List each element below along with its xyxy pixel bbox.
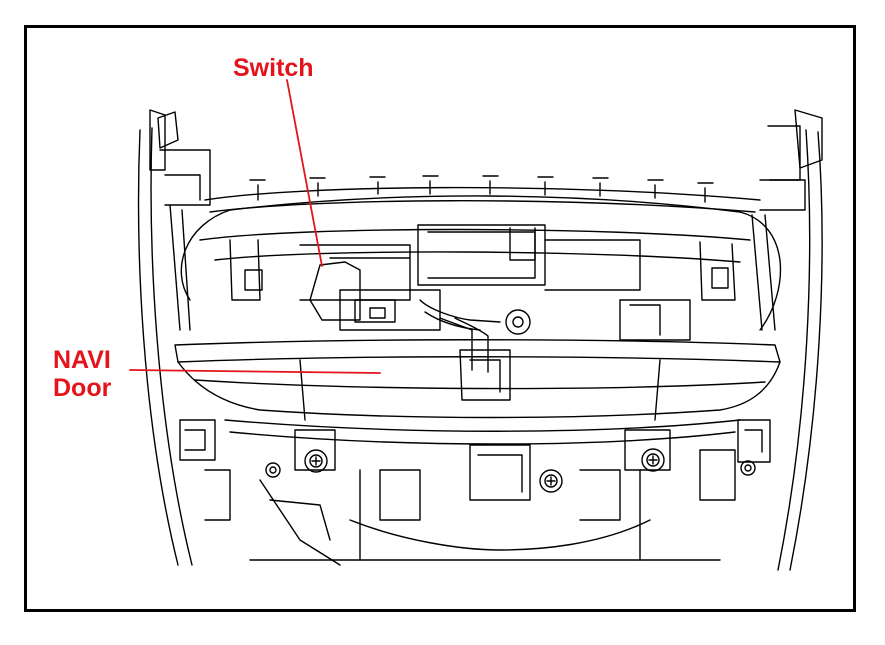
screw-far-right bbox=[740, 460, 756, 476]
navi-door-label-line1: NAVI bbox=[53, 346, 111, 374]
central-mechanism bbox=[299, 224, 691, 401]
screw-center bbox=[539, 469, 563, 493]
left-side-panel bbox=[137, 109, 231, 566]
screw-left bbox=[304, 449, 328, 473]
navi-door-frame bbox=[180, 195, 782, 331]
lower-structure bbox=[224, 419, 741, 566]
screw-right bbox=[641, 448, 665, 472]
navi-door-leader-line bbox=[129, 369, 381, 374]
switch-leader-line bbox=[286, 79, 323, 267]
switch-callout-label: Switch bbox=[233, 54, 314, 82]
navi-door-callout-label: NAVI Door bbox=[53, 346, 111, 402]
right-side-panel bbox=[699, 109, 823, 571]
navi-door-label-line2: Door bbox=[53, 374, 112, 402]
screw-far-left bbox=[265, 462, 281, 478]
top-crossbar bbox=[204, 175, 761, 213]
navi-door-bar bbox=[174, 339, 781, 421]
switch-body bbox=[309, 261, 361, 321]
